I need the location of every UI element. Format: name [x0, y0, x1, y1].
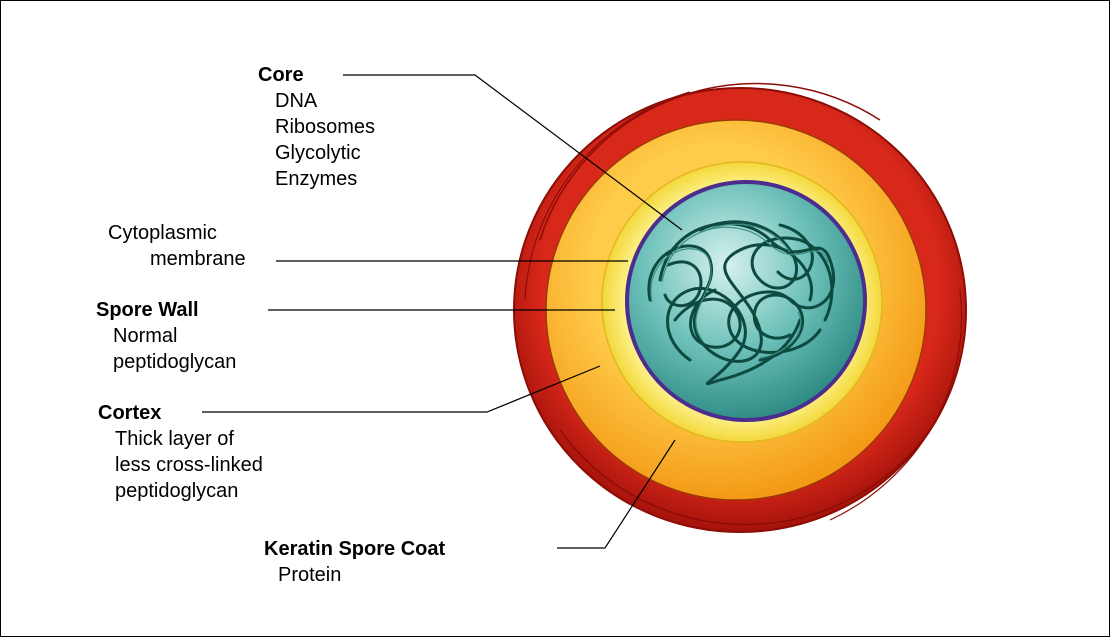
- label-core-line-2: Ribosomes: [275, 114, 375, 140]
- label-coat: Keratin Spore Coat Protein: [264, 536, 445, 588]
- label-cortex: Cortex Thick layer of less cross-linked …: [98, 400, 263, 504]
- label-spore-wall-line-1: Normal: [113, 323, 236, 349]
- label-coat-title: Keratin Spore Coat: [264, 538, 445, 560]
- label-core-line-1: DNA: [275, 88, 375, 114]
- label-core: Core DNA Ribosomes Glycolytic Enzymes: [258, 62, 375, 192]
- label-cortex-line-2: less cross-linked: [115, 452, 263, 478]
- label-spore-wall-line-2: peptidoglycan: [113, 349, 236, 375]
- label-cortex-line-3: peptidoglycan: [115, 478, 263, 504]
- label-cortex-line-1: Thick layer of: [115, 426, 263, 452]
- label-core-title: Core: [258, 64, 304, 86]
- label-core-line-4: Enzymes: [275, 166, 375, 192]
- label-coat-line-1: Protein: [278, 562, 445, 588]
- label-membrane: Cytoplasmic membrane: [108, 220, 246, 272]
- label-cortex-title: Cortex: [98, 402, 161, 424]
- label-spore-wall-title: Spore Wall: [96, 299, 199, 321]
- label-core-line-3: Glycolytic: [275, 140, 375, 166]
- label-membrane-line-2: membrane: [108, 246, 246, 272]
- label-spore-wall: Spore Wall Normal peptidoglycan: [96, 297, 236, 375]
- label-membrane-line-1: Cytoplasmic: [108, 220, 246, 246]
